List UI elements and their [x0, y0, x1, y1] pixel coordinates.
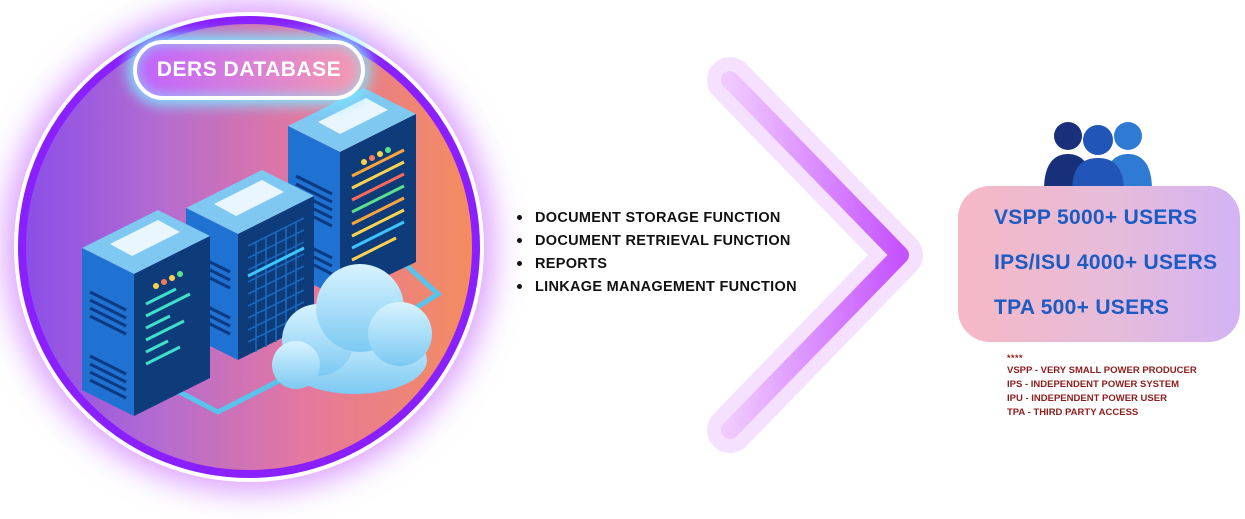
feature-label: LINKAGE MANAGEMENT FUNCTION	[535, 278, 797, 295]
bullet-icon	[517, 261, 522, 266]
legend-item: TPA - THIRD PARTY ACCESS	[1007, 407, 1139, 418]
users-panel: VSPP 5000+ USERS IPS/ISU 4000+ USERS TPA…	[958, 186, 1240, 342]
feature-label: DOCUMENT RETRIEVAL FUNCTION	[535, 232, 791, 249]
legend-marker: ****	[1007, 353, 1024, 363]
list-item: DOCUMENT STORAGE FUNCTION	[517, 206, 797, 229]
server-rack-icon	[82, 210, 210, 416]
legend-item: VSPP - VERY SMALL POWER PRODUCER	[1007, 365, 1197, 376]
list-item: LINKAGE MANAGEMENT FUNCTION	[517, 275, 797, 298]
users-vspp: VSPP 5000+ USERS	[994, 206, 1198, 229]
list-item: REPORTS	[517, 252, 797, 275]
bullet-icon	[517, 215, 522, 220]
users-ips-isu: IPS/ISU 4000+ USERS	[994, 251, 1218, 274]
users-group-icon	[1044, 122, 1152, 192]
bullet-icon	[517, 284, 522, 289]
legend-item: IPS - INDEPENDENT POWER SYSTEM	[1007, 379, 1180, 390]
server-illustration	[82, 88, 443, 416]
cloud-icon	[272, 264, 432, 394]
list-item: DOCUMENT RETRIEVAL FUNCTION	[517, 229, 797, 252]
feature-list: DOCUMENT STORAGE FUNCTION DOCUMENT RETRI…	[517, 206, 797, 298]
legend-item: IPU - INDEPENDENT POWER USER	[1007, 393, 1167, 404]
bullet-icon	[517, 238, 522, 243]
database-title-pill: DERS DATABASE	[133, 40, 365, 100]
feature-label: DOCUMENT STORAGE FUNCTION	[535, 209, 781, 226]
feature-label: REPORTS	[535, 255, 608, 272]
database-title: DERS DATABASE	[156, 58, 342, 81]
abbreviation-legend: **** VSPP - VERY SMALL POWER PRODUCER IP…	[1007, 352, 1197, 420]
chevron-right-icon	[707, 57, 923, 453]
users-tpa: TPA 500+ USERS	[994, 296, 1170, 319]
